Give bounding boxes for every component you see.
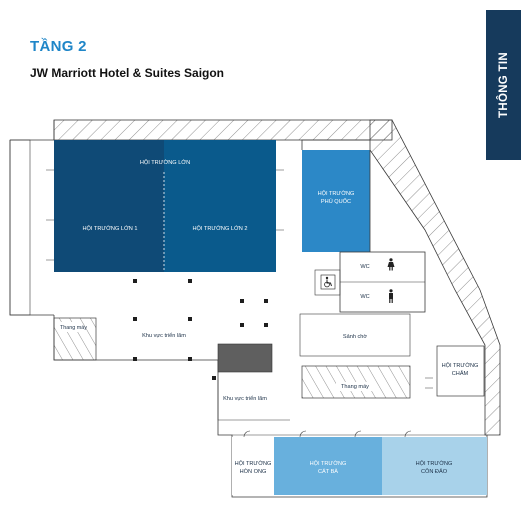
wc-label-1: WC [360, 264, 369, 270]
grand-ballroom-2[interactable] [164, 140, 276, 272]
phu-quoc-label-1: HỘI TRƯỜNG [318, 190, 355, 197]
hotel-name: JW Marriott Hotel & Suites Saigon [30, 66, 225, 80]
cat-ba-label-1: HỘI TRƯỜNG [310, 460, 347, 467]
woman-icon [387, 258, 395, 271]
hon-ong-label-1: HỘI TRƯỜNG [235, 460, 272, 467]
man-icon [389, 289, 393, 303]
hon-ong-label-2: HÒN ONG [240, 468, 267, 475]
elevator-left-label: Thang máy [60, 325, 87, 331]
grand-ballroom-label: HỘI TRƯỜNG LỚN [140, 159, 190, 166]
con-dao-label-2: CÔN ĐẢO [421, 468, 448, 475]
service-block [217, 343, 273, 373]
con-dao-label-1: HỘI TRƯỜNG [416, 460, 453, 467]
exhibit-area-1-label: Khu vực triển lãm [142, 332, 186, 339]
wheelchair-icon [320, 274, 336, 290]
wc-label-2: WC [360, 294, 369, 300]
cat-ba-label-2: CÁT BÀ [318, 468, 338, 475]
columns [133, 279, 268, 380]
grand-ballroom-1-label: HỘI TRƯỜNG LỚN 1 [83, 225, 138, 232]
exhibit-area-2-label: Khu vực triển lãm [223, 395, 267, 402]
phu-quoc-label-2: PHÚ QUỐC [321, 198, 351, 205]
con-dao-room[interactable] [382, 437, 487, 495]
cham-room[interactable] [436, 345, 485, 397]
info-tab[interactable]: THÔNG TIN [486, 10, 521, 160]
cham-label-1: HỘI TRƯỜNG [442, 362, 479, 369]
grand-ballroom-2-label: HỘI TRƯỜNG LỚN 2 [193, 225, 248, 232]
top-hatched-corridor [53, 119, 393, 141]
grand-ballroom-1[interactable] [54, 140, 164, 272]
elevator-middle-label: Thang máy [341, 384, 369, 390]
cat-ba-room[interactable] [274, 437, 382, 495]
lobby-label: Sảnh chờ [343, 334, 368, 340]
floor-title: TẦNG 2 [30, 38, 87, 55]
hon-ong-room[interactable] [232, 437, 274, 495]
cham-label-2: CHĂM [452, 370, 469, 377]
phu-quoc-room[interactable] [302, 150, 370, 252]
